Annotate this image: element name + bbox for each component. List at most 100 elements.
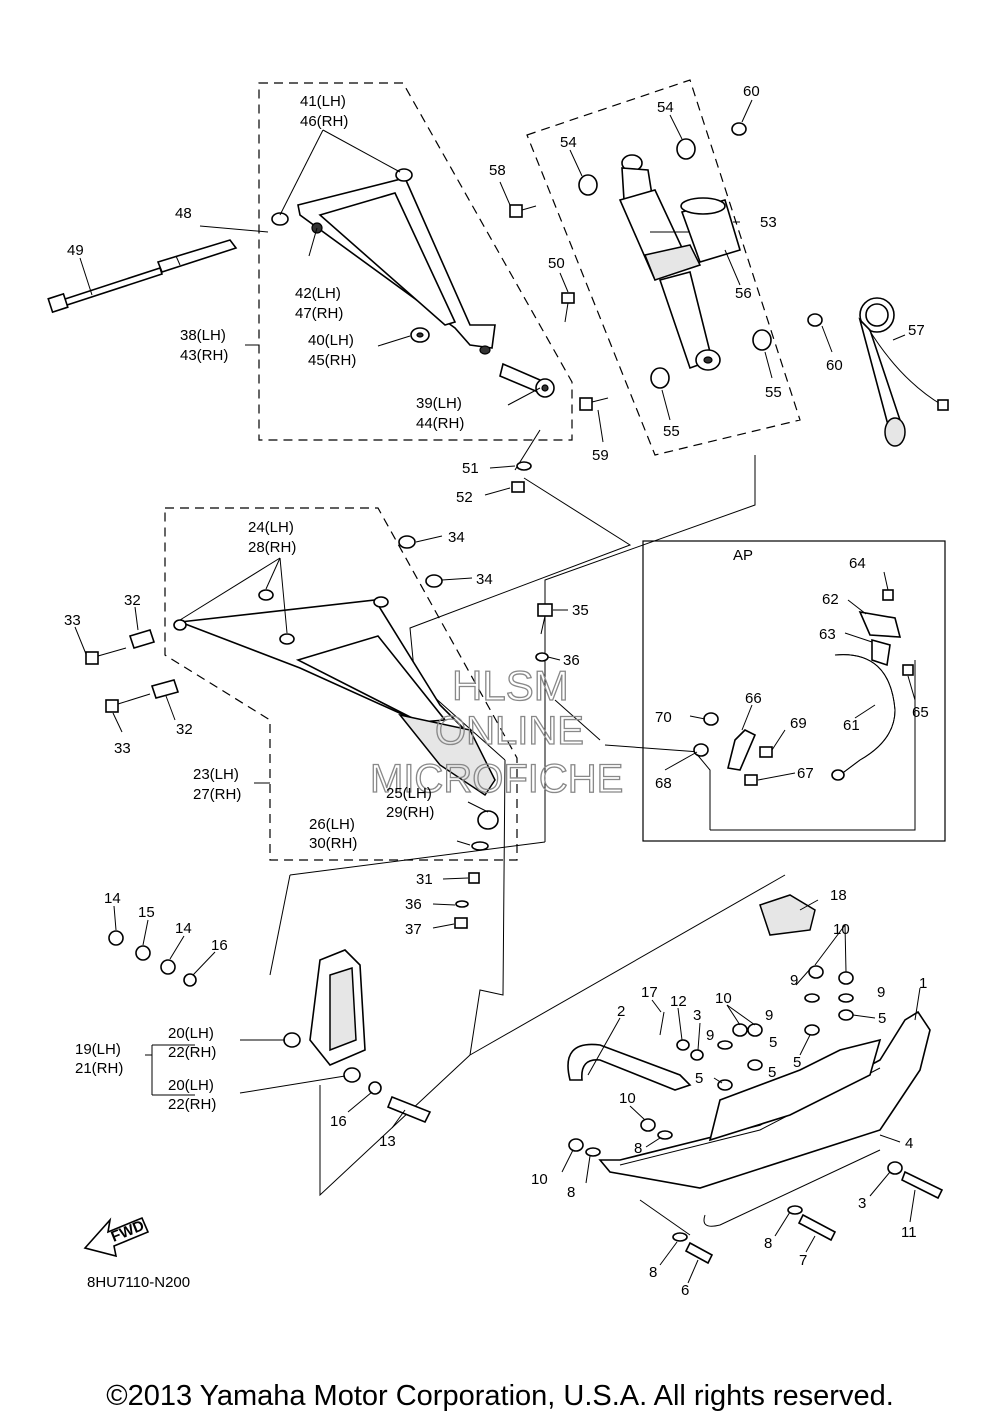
callout-13: 13 [379, 1133, 396, 1150]
callout-5a: 5 [769, 1034, 777, 1051]
ap-sensor-assembly [831, 589, 914, 781]
ap-label: AP [733, 547, 753, 564]
callout-32b: 32 [176, 721, 193, 738]
callout-32a: 32 [124, 592, 141, 609]
callout-7: 7 [799, 1252, 807, 1269]
callout-9b: 9 [765, 1007, 773, 1024]
shock-group-box [526, 79, 801, 456]
leader-lines [74, 99, 921, 1284]
callout-9d: 9 [877, 984, 885, 1001]
bolts-33 [85, 647, 151, 713]
callout-4: 4 [905, 1135, 913, 1152]
spindle-parts [454, 652, 549, 929]
callout-67: 67 [797, 765, 814, 782]
callout-16a: 16 [211, 937, 228, 954]
callout-labels: 41(LH) 46(RH) 48 49 42(LH) 47(RH) 38(LH)… [64, 83, 929, 1299]
ski [598, 1010, 931, 1227]
callout-2: 2 [617, 1003, 625, 1020]
callout-6: 6 [681, 1282, 689, 1299]
callout-19: 19(LH) [75, 1041, 121, 1058]
ski-bolts [659, 1011, 944, 1265]
callout-23: 23(LH) [193, 766, 239, 783]
callout-70: 70 [655, 709, 672, 726]
gauge-57 [858, 297, 949, 447]
pin-13 [386, 1095, 432, 1124]
callout-24: 24(LH) [248, 519, 294, 536]
callout-10c: 10 [619, 1090, 636, 1107]
callout-66: 66 [745, 690, 762, 707]
callout-21: 21(RH) [75, 1060, 123, 1077]
callout-35: 35 [572, 602, 589, 619]
callout-14b: 14 [175, 920, 192, 937]
fwd-arrow-icon: FWD [83, 1216, 150, 1258]
bolt-49 [47, 266, 164, 314]
callout-60a: 60 [743, 83, 760, 100]
diagram-code: 8HU7110-N200 [87, 1274, 190, 1291]
bushings-14-15-16 [108, 930, 382, 1095]
callout-25: 25(LH) [386, 785, 432, 802]
spring-cover-56 [680, 197, 741, 263]
collars-32 [128, 629, 180, 699]
callout-56: 56 [735, 285, 752, 302]
callout-15: 15 [138, 904, 155, 921]
callout-51: 51 [462, 460, 479, 477]
callout-69: 69 [790, 715, 807, 732]
shock-absorber [618, 154, 721, 371]
callout-27: 27(RH) [193, 786, 241, 803]
callout-52: 52 [456, 489, 473, 506]
callout-41: 41(LH) [300, 93, 346, 110]
callout-9a: 9 [706, 1027, 714, 1044]
callout-58: 58 [489, 162, 506, 179]
callout-63: 63 [819, 626, 836, 643]
nut-40 [410, 327, 430, 343]
callout-3b: 3 [858, 1195, 866, 1212]
copyright-notice: ©2013 Yamaha Motor Corporation, U.S.A. A… [106, 1380, 894, 1412]
bolt-50 [561, 292, 575, 323]
callout-54a: 54 [560, 134, 577, 151]
callout-3a: 3 [693, 1007, 701, 1024]
callout-37: 37 [405, 921, 422, 938]
ski-handle-2 [567, 1043, 692, 1091]
ball-joint-39 [499, 362, 555, 398]
callout-42: 42(LH) [295, 285, 341, 302]
callout-8a: 8 [634, 1140, 642, 1157]
callout-29: 29(RH) [386, 804, 434, 821]
callout-33a: 33 [64, 612, 81, 629]
callout-59: 59 [592, 447, 609, 464]
callout-34a: 34 [448, 529, 465, 546]
watermark: HLSM ONLINE MICROFICHE [369, 661, 624, 801]
callout-11: 11 [901, 1224, 917, 1241]
callout-10d: 10 [531, 1171, 548, 1188]
callout-39: 39(LH) [416, 395, 462, 412]
callout-38: 38(LH) [180, 327, 226, 344]
callout-34b: 34 [476, 571, 493, 588]
callout-5b: 5 [695, 1070, 703, 1087]
callout-55b: 55 [663, 423, 680, 440]
callout-54b: 54 [657, 99, 674, 116]
callout-48: 48 [175, 205, 192, 222]
svg-text:MICROFICHE: MICROFICHE [370, 757, 623, 801]
lower-a-arm [173, 535, 496, 797]
callout-53: 53 [760, 214, 777, 231]
svg-text:ONLINE: ONLINE [435, 709, 584, 753]
svg-text:FWD: FWD [109, 1217, 147, 1246]
callout-55a: 55 [765, 384, 782, 401]
pivot-shaft-48 [156, 239, 238, 273]
washer-51-nut-52 [511, 461, 532, 493]
callout-36a: 36 [563, 652, 580, 669]
callout-8b: 8 [567, 1184, 575, 1201]
callout-62: 62 [822, 591, 839, 608]
callout-50: 50 [548, 255, 565, 272]
callout-10b: 10 [833, 921, 850, 938]
ski-spindle-bracket [283, 949, 366, 1083]
upper-a-arm [271, 168, 496, 355]
callout-8c: 8 [764, 1235, 772, 1252]
bolt-58 [509, 204, 537, 218]
ski-stopper-18 [759, 894, 816, 936]
collars [578, 122, 823, 389]
callout-1: 1 [919, 975, 927, 992]
callout-18: 18 [830, 887, 847, 904]
callout-14a: 14 [104, 890, 121, 907]
ap-link-assembly [693, 712, 773, 786]
lower-arm-group-box [164, 507, 518, 861]
